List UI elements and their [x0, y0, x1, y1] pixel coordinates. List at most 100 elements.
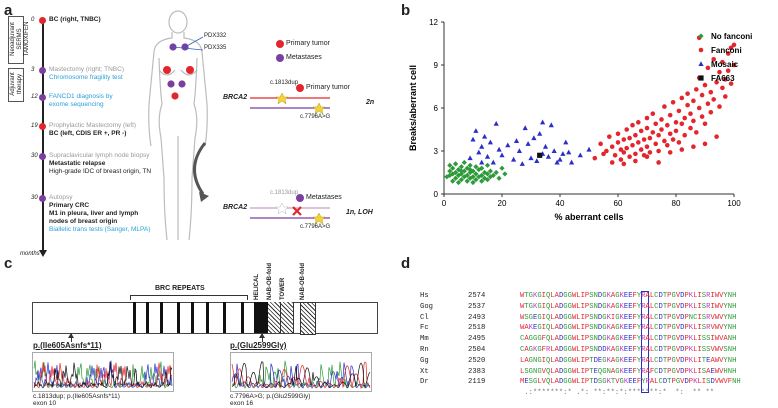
mosaic-point — [563, 139, 569, 145]
sequence-row: WAKEGIQLADGGWLIPSNDGKAGKEEFYRALCDTPGVDPK… — [520, 324, 737, 333]
fanconi-point — [607, 134, 612, 139]
timeline-event-text: High-grade IDC of breast origin, TN — [49, 168, 152, 175]
timeline-event-dot — [39, 94, 46, 101]
fanconi-point — [598, 141, 603, 147]
fanconi-point — [696, 105, 702, 111]
chromatogram-left-caption: c.1813dup; p.(Ile605Asnfs*11) — [33, 393, 120, 400]
timeline-event-text: BC (right, TNBC) — [49, 16, 101, 23]
fanconi-point — [624, 145, 629, 151]
brca-bottom-ploidy: 1n, LOH — [346, 209, 373, 216]
mosaic-point — [467, 155, 473, 161]
brc-bracket — [130, 295, 131, 300]
fanconi-point — [656, 148, 661, 154]
fanconi-point — [667, 112, 673, 118]
mosaic-point — [519, 161, 525, 166]
mosaic-point — [551, 148, 557, 153]
brca-top-ploidy: 2n — [366, 99, 375, 106]
no-fanconi-point — [484, 162, 491, 168]
timeline-event-dot — [39, 67, 46, 74]
fanconi-point — [682, 115, 687, 121]
fanconi-point — [601, 151, 606, 157]
mosaic-point — [482, 133, 488, 139]
y-tick-label: 12 — [429, 18, 438, 27]
timeline-event-text: nodes of breast origin — [49, 218, 118, 225]
arrow-head-icon — [68, 333, 74, 338]
mosaic-point — [499, 152, 505, 158]
fanconi-point — [647, 135, 653, 141]
pdx-label: PDX332 — [204, 33, 227, 39]
brc-bracket — [130, 295, 248, 296]
timeline-tick-number: 12 — [31, 94, 38, 100]
mosaic-point — [511, 156, 517, 162]
fanconi-point — [685, 91, 690, 96]
panel-letter-a: a — [4, 2, 13, 19]
arrow-head-icon — [259, 333, 265, 338]
x-tick-label: 20 — [498, 199, 507, 208]
fanconi-point — [638, 128, 644, 134]
no-fanconi-point — [499, 165, 505, 171]
sequence-position: 2493 — [468, 313, 486, 322]
species-label: Xt — [420, 367, 429, 376]
species-label: Gog — [420, 302, 433, 311]
fa663-point — [537, 152, 543, 158]
mosaic-point — [540, 119, 546, 125]
legend-label: Mosaic — [711, 60, 739, 69]
body-silhouette-icon — [148, 10, 208, 241]
mosaic-point — [560, 151, 566, 156]
species-label: Dr — [420, 378, 429, 387]
fanconi-point — [621, 150, 627, 155]
fanconi-point — [676, 140, 682, 145]
brca-bottom-gene: BRCA2 — [223, 204, 248, 211]
mutation-left-label: p.(Ile605Asnfs*11) — [33, 341, 102, 350]
side-box-label: Adjuvant therapy — [10, 72, 23, 96]
timeline-tick-number: 3 — [31, 67, 35, 73]
fanconi-point — [670, 137, 676, 142]
body-figure-svg — [148, 10, 330, 241]
fanconi-point — [705, 65, 711, 71]
consensus-row: .:*******:* .*: **:**:*:*******:* *: ** … — [520, 389, 715, 398]
chromatogram-right-caption: c.7796A>G; p.(Glu2599Gly) — [230, 393, 311, 400]
fanconi-point — [630, 142, 635, 148]
timeline-axis-label: months — [20, 251, 40, 257]
mutation-star-icon — [312, 102, 326, 115]
sequence-position: 2518 — [468, 324, 486, 333]
lost-mutation-star-icon — [275, 202, 289, 215]
mosaic-point — [522, 125, 528, 131]
pdx-connector — [184, 36, 204, 48]
fanconi-point — [702, 141, 708, 147]
fanconi-point — [627, 135, 632, 141]
sequence-position: 2520 — [468, 356, 486, 365]
timeline-event-text: Primary CRC — [49, 202, 90, 209]
x-tick-label: 100 — [727, 199, 741, 208]
fanconi-point — [708, 110, 714, 115]
mosaic-point — [505, 142, 511, 148]
chromatogram-left-exon: exon 10 — [33, 400, 57, 407]
fanconi-point — [679, 147, 685, 152]
legend-primary-label: Primary tumor — [286, 40, 330, 47]
mosaic-point — [542, 143, 549, 149]
no-fanconi-point — [484, 177, 491, 183]
timeline-tick-number: 19 — [31, 123, 38, 129]
brc-repeat-mark — [133, 302, 136, 333]
fanconi-point — [723, 77, 728, 82]
timeline-event-text: exome sequencing — [49, 101, 104, 108]
domain-label: NAB-OB-fold — [267, 263, 273, 300]
fanconi-point — [717, 104, 722, 109]
fanconi-point — [714, 79, 719, 85]
mosaic-point — [548, 122, 554, 128]
domain-label: TOWER — [280, 277, 286, 300]
fanconi-point — [667, 150, 673, 155]
timeline-event-text: Supraclavicular lymph node biopsy — [49, 152, 150, 159]
legend-marker — [698, 33, 704, 39]
no-fanconi-point — [455, 172, 462, 178]
legend-marker — [698, 75, 704, 81]
y-tick-label: 3 — [434, 147, 439, 156]
fanconi-point — [609, 160, 615, 165]
timeline-tick-number: 0 — [31, 17, 35, 23]
primary-tumor-dot — [163, 66, 171, 74]
mosaic-point — [557, 156, 563, 162]
chromatogram-right-exon: exon 16 — [230, 400, 254, 407]
y-tick-label: 0 — [434, 190, 439, 199]
brca-top-mut1: c.1813dup — [270, 80, 299, 86]
sequence-position: 2119 — [468, 378, 486, 387]
